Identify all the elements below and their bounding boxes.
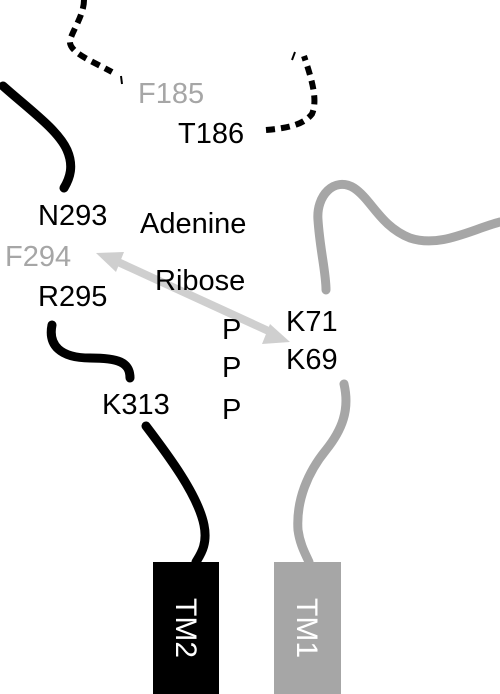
strand-black-top	[0, 81, 76, 193]
label-n293: N293	[38, 200, 107, 232]
loop-dashed-tick-right	[291, 51, 296, 61]
tm2-box	[153, 562, 219, 694]
loop-dashed-tick-left	[120, 75, 123, 85]
label-ribose: Ribose	[155, 265, 245, 297]
double-arrow	[96, 252, 290, 344]
strand-grey-top	[313, 179, 500, 295]
label-adenine: Adenine	[140, 208, 246, 240]
label-p2: P	[222, 352, 241, 384]
strand-black-tm2	[141, 421, 210, 567]
label-p3: P	[222, 394, 241, 426]
label-k69: K69	[286, 344, 338, 376]
label-tm1: TM1	[290, 598, 323, 658]
loop-dashed-left	[67, 0, 114, 75]
label-f185: F185	[138, 78, 204, 110]
label-t186: T186	[178, 118, 244, 150]
label-p1: P	[222, 314, 241, 346]
strand-black-mid	[46, 320, 135, 383]
label-tm2: TM2	[169, 598, 202, 658]
label-f294: F294	[5, 241, 71, 273]
label-r295: R295	[38, 281, 107, 313]
label-k313: K313	[102, 389, 170, 421]
tm1-box	[274, 562, 341, 694]
loop-dashed-right	[265, 55, 318, 133]
strand-grey-tm1	[293, 379, 351, 567]
label-k71: K71	[286, 306, 338, 338]
